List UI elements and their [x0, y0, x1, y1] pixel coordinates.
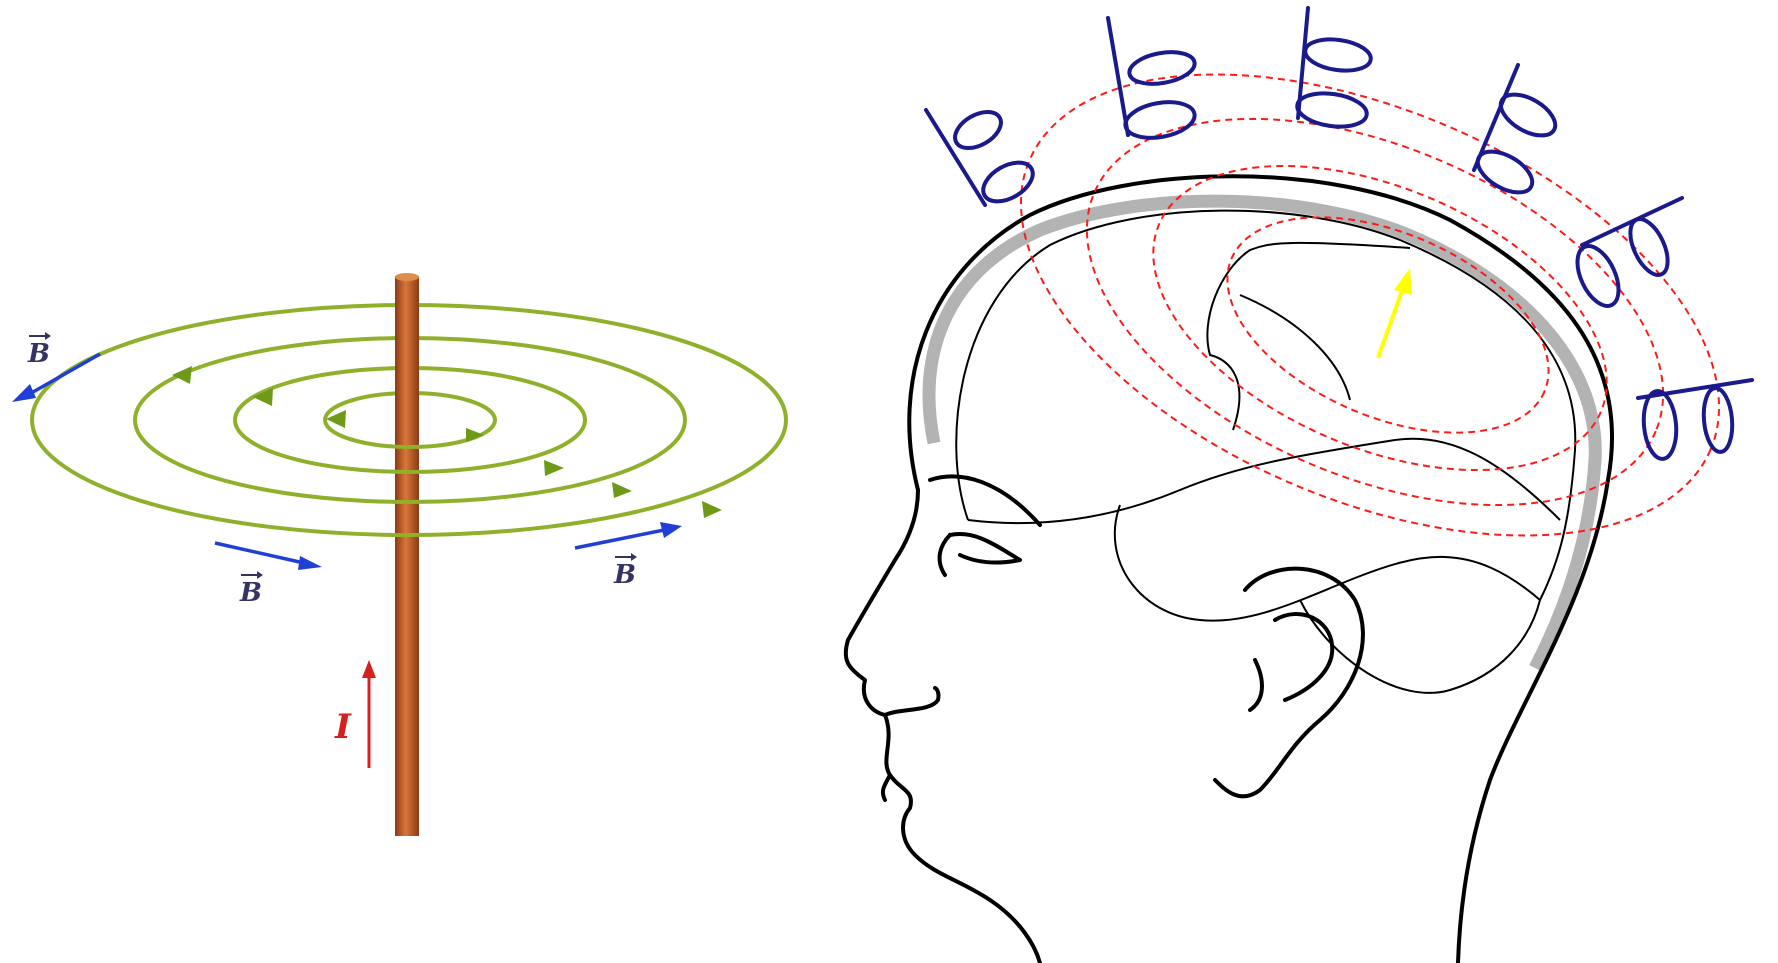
field-line-outer-front [30, 419, 788, 537]
induced-current-arrow-shaft [1376, 287, 1405, 359]
field-arrowhead [702, 501, 722, 518]
field-label-bottom-right: B [613, 560, 636, 590]
wire-body [395, 276, 419, 836]
field-label-bottom-left-group: B [239, 571, 263, 608]
eye [948, 532, 1022, 565]
induced-field-ellipse [1152, 164, 1608, 472]
coil-4 [1472, 63, 1558, 195]
coil-6 [1636, 378, 1754, 461]
head-coil-diagram [843, 6, 1754, 963]
field-arrowheads [172, 366, 722, 518]
eye-lid [937, 533, 952, 577]
ear-outer [1213, 566, 1365, 799]
coil-array [924, 6, 1754, 461]
induced-field-ellipse [1085, 117, 1665, 507]
field-vector-bottom-right-head [660, 522, 682, 538]
field-arrowhead [326, 410, 346, 428]
lips [880, 773, 892, 802]
skull [922, 194, 1602, 671]
field-vector-left-head [12, 384, 36, 402]
field-label-bottom-right-group: B [613, 553, 637, 590]
ear-inner [1273, 612, 1335, 702]
field-label-bottom-left: B [239, 578, 262, 608]
field-vector-left [25, 352, 101, 398]
sulcus [1239, 294, 1351, 401]
central-sulcus [1206, 241, 1411, 431]
field-vector-bottom-left-head [298, 556, 322, 570]
induced-current-arrow [1376, 268, 1412, 359]
ear-lobe [1248, 658, 1264, 712]
vector-overbar-head [257, 571, 263, 579]
field-vector-bottom-left [214, 541, 305, 565]
induced-current-arrow-head [1394, 268, 1412, 295]
coil-1 [924, 108, 1035, 207]
forehead-brow [843, 488, 920, 717]
sylvian-fissure [967, 437, 1561, 525]
brain-outline [955, 209, 1577, 694]
induced-field-ellipse [1019, 73, 1721, 537]
cerebellum [1299, 599, 1541, 694]
current-label: I [334, 707, 352, 747]
field-vector-bottom-right [574, 528, 665, 550]
head-profile [907, 174, 1614, 963]
head-outline [843, 174, 1614, 963]
coil-2 [1106, 16, 1197, 140]
field-arrowhead [253, 388, 273, 406]
brain-cortex-outline [955, 209, 1577, 601]
field-arrowhead [612, 482, 632, 498]
field-label-left: B [27, 339, 50, 369]
current-arrow [362, 660, 376, 768]
chin-neck [883, 713, 1042, 963]
current-arrow-head [362, 660, 376, 678]
field-arrowhead [544, 460, 564, 476]
induced-field-ellipse [1226, 216, 1550, 434]
vector-overbar-head [45, 332, 51, 340]
field-line-inner-front [323, 419, 497, 449]
field-lines-front [30, 419, 788, 537]
wire [395, 273, 419, 836]
field-vectors [12, 352, 682, 570]
field-arrowhead [466, 428, 484, 442]
field-label-left-group: B [27, 332, 51, 369]
vector-overbar-head [631, 553, 637, 561]
temporal-lobe [1113, 504, 1541, 622]
field-line-3-front [233, 419, 587, 474]
field-line-2-front [133, 419, 687, 504]
induced-field-lines [1019, 73, 1721, 537]
wire-top [395, 273, 419, 281]
brow-line [928, 474, 1042, 527]
wire-field-diagram: B B B I [12, 273, 788, 836]
coil-5 [1575, 196, 1684, 308]
nose-mouth [883, 686, 941, 717]
coil-3 [1295, 6, 1373, 129]
field-arrowhead [172, 366, 192, 384]
